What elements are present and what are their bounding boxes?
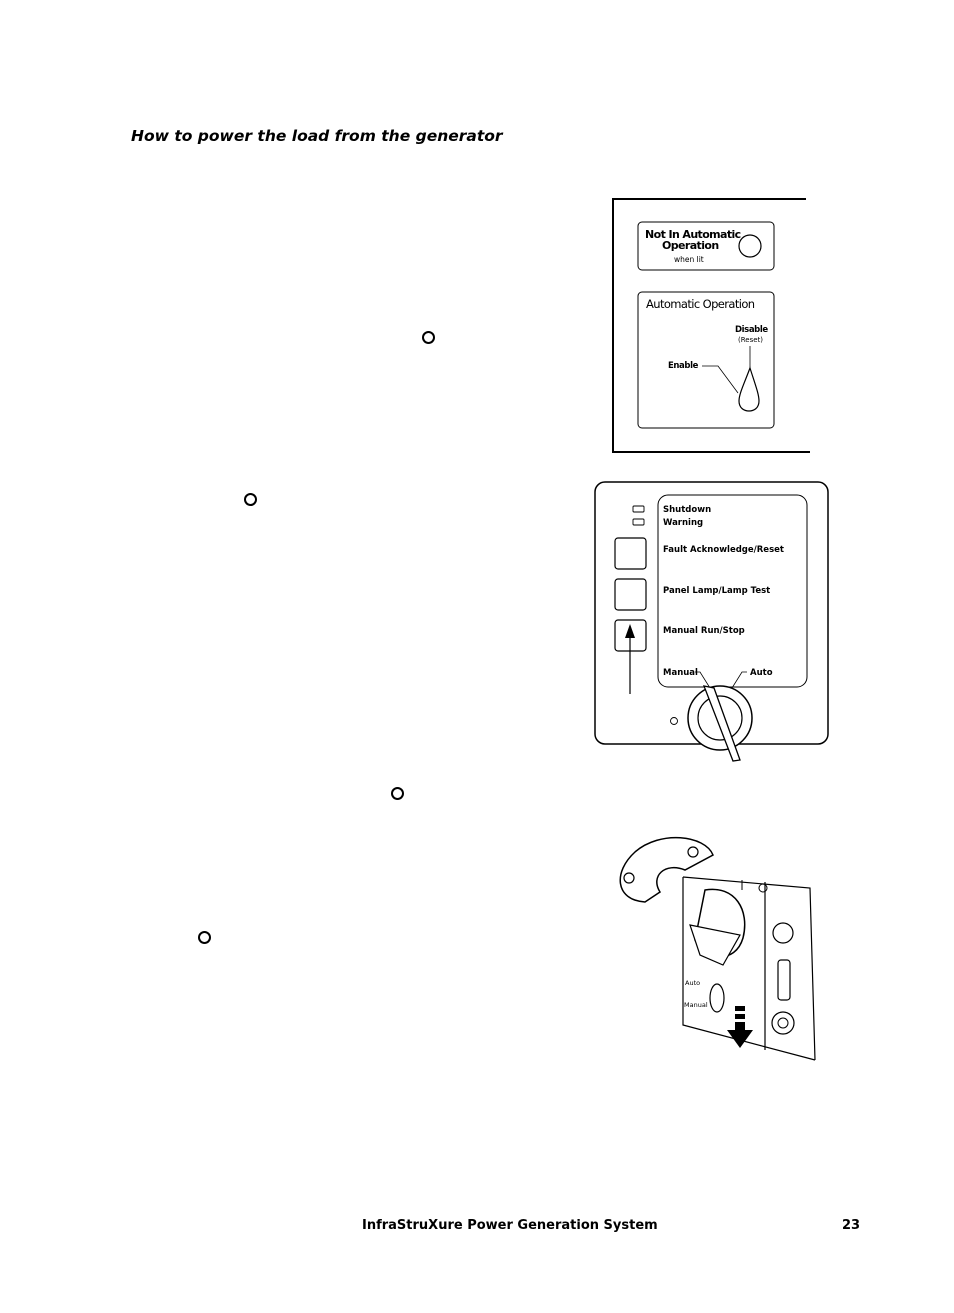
shutdown-led-icon xyxy=(632,505,645,513)
enable-label: Enable xyxy=(668,361,699,371)
step-bullet-3 xyxy=(391,787,404,800)
warning-led-icon xyxy=(632,518,645,526)
manual-label: Manual xyxy=(663,668,698,678)
page-number: 23 xyxy=(842,1218,861,1233)
press-arrow-icon xyxy=(625,624,635,638)
panel-lamp-label: Panel Lamp/Lamp Test xyxy=(663,586,770,596)
rotary-switch-figure: Auto Manual xyxy=(619,836,816,1061)
manual-run-label: Manual Run/Stop xyxy=(663,626,745,636)
section-heading: How to power the load from the generator xyxy=(131,127,503,145)
reset-label: (Reset) xyxy=(738,336,763,344)
fault-reset-button-icon xyxy=(614,537,647,570)
auto-operation-box xyxy=(637,291,775,429)
manual-position-label: Manual xyxy=(684,1001,708,1009)
when-lit-label: when lit xyxy=(674,255,704,264)
down-arrow-icon xyxy=(727,1030,753,1048)
not-auto-label-2: Operation xyxy=(662,239,719,252)
panel-lamp-button-icon xyxy=(614,578,647,611)
not-auto-label-1: Not In Automatic xyxy=(645,228,741,241)
warning-label: Warning xyxy=(663,518,703,528)
control-panel-figure: Shutdown Warning Fault Acknowledge/Reset… xyxy=(594,481,829,762)
auto-operation-panel-figure: Not In Automatic Operation when lit Auto… xyxy=(612,198,810,453)
step-bullet-1 xyxy=(422,331,435,344)
indicator-lamp-icon xyxy=(738,234,762,258)
auto-position-label: Auto xyxy=(685,979,700,987)
not-auto-indicator-box xyxy=(637,221,775,271)
auto-operation-title: Automatic Operation xyxy=(646,297,755,311)
auto-label: Auto xyxy=(750,668,773,678)
key-switch-icon xyxy=(738,366,760,412)
footer-title: InfraStruXure Power Generation System xyxy=(362,1218,658,1233)
disable-label: Disable xyxy=(735,325,768,335)
step-bullet-2 xyxy=(244,493,257,506)
fault-ack-label: Fault Acknowledge/Reset xyxy=(663,545,784,555)
step-bullet-4 xyxy=(198,931,211,944)
shutdown-label: Shutdown xyxy=(663,505,711,515)
switch-cover-icon xyxy=(619,836,714,903)
